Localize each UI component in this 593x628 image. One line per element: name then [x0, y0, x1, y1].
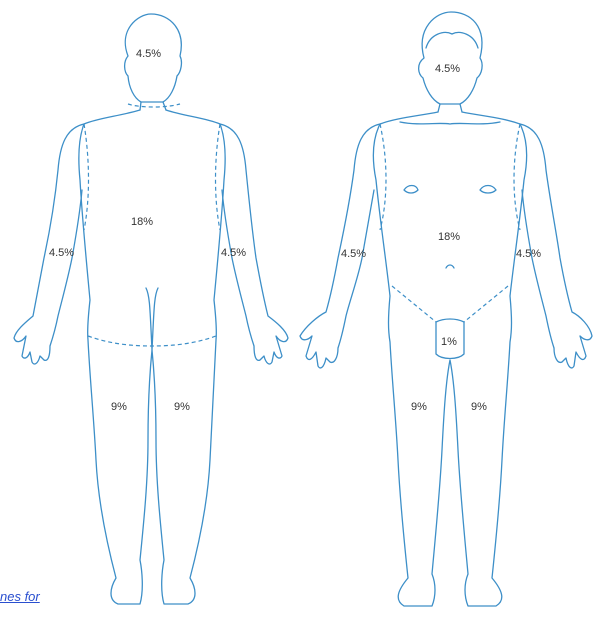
back-torso-outline: [79, 110, 225, 604]
back-right-shoulder-boundary: [216, 124, 221, 230]
front-groin-label: 1%: [441, 336, 457, 348]
back-buttock-line: [146, 288, 158, 350]
front-neck-outline: [438, 104, 462, 112]
front-navel: [446, 265, 454, 268]
front-view-body: [300, 12, 592, 606]
front-left-nipple: [404, 186, 418, 194]
front-left-leg-label: 9%: [411, 401, 427, 413]
back-right-leg-label: 9%: [174, 401, 190, 413]
caption-link[interactable]: nes for: [0, 589, 40, 604]
front-left-groin-boundary: [392, 286, 436, 322]
back-left-shoulder-boundary: [84, 124, 89, 230]
front-left-arm-outline: [300, 124, 380, 368]
front-right-leg-label: 9%: [471, 401, 487, 413]
back-trunk-label: 18%: [131, 216, 153, 228]
front-right-arm-label: 4.5%: [516, 248, 541, 260]
back-left-arm-outline: [14, 124, 84, 364]
front-right-arm-outline: [520, 124, 592, 368]
front-left-arm-label: 4.5%: [341, 248, 366, 260]
front-head-label: 4.5%: [435, 63, 460, 75]
back-right-arm-outline: [220, 124, 288, 364]
front-left-shoulder-boundary: [380, 124, 386, 230]
back-right-arm-label: 4.5%: [221, 247, 246, 259]
back-left-arm-label: 4.5%: [49, 247, 74, 259]
front-collarbones: [400, 122, 500, 124]
front-right-nipple: [480, 186, 496, 194]
front-right-groin-boundary: [464, 286, 508, 322]
front-trunk-label: 18%: [438, 231, 460, 243]
back-left-leg-label: 9%: [111, 401, 127, 413]
back-neck-boundary: [128, 104, 180, 107]
front-head-outline: [419, 12, 483, 104]
front-right-shoulder-boundary: [514, 124, 520, 230]
back-neck-outline: [140, 102, 166, 110]
back-head-label: 4.5%: [136, 48, 161, 60]
back-view-body: [14, 14, 288, 604]
front-hairline: [426, 33, 478, 48]
